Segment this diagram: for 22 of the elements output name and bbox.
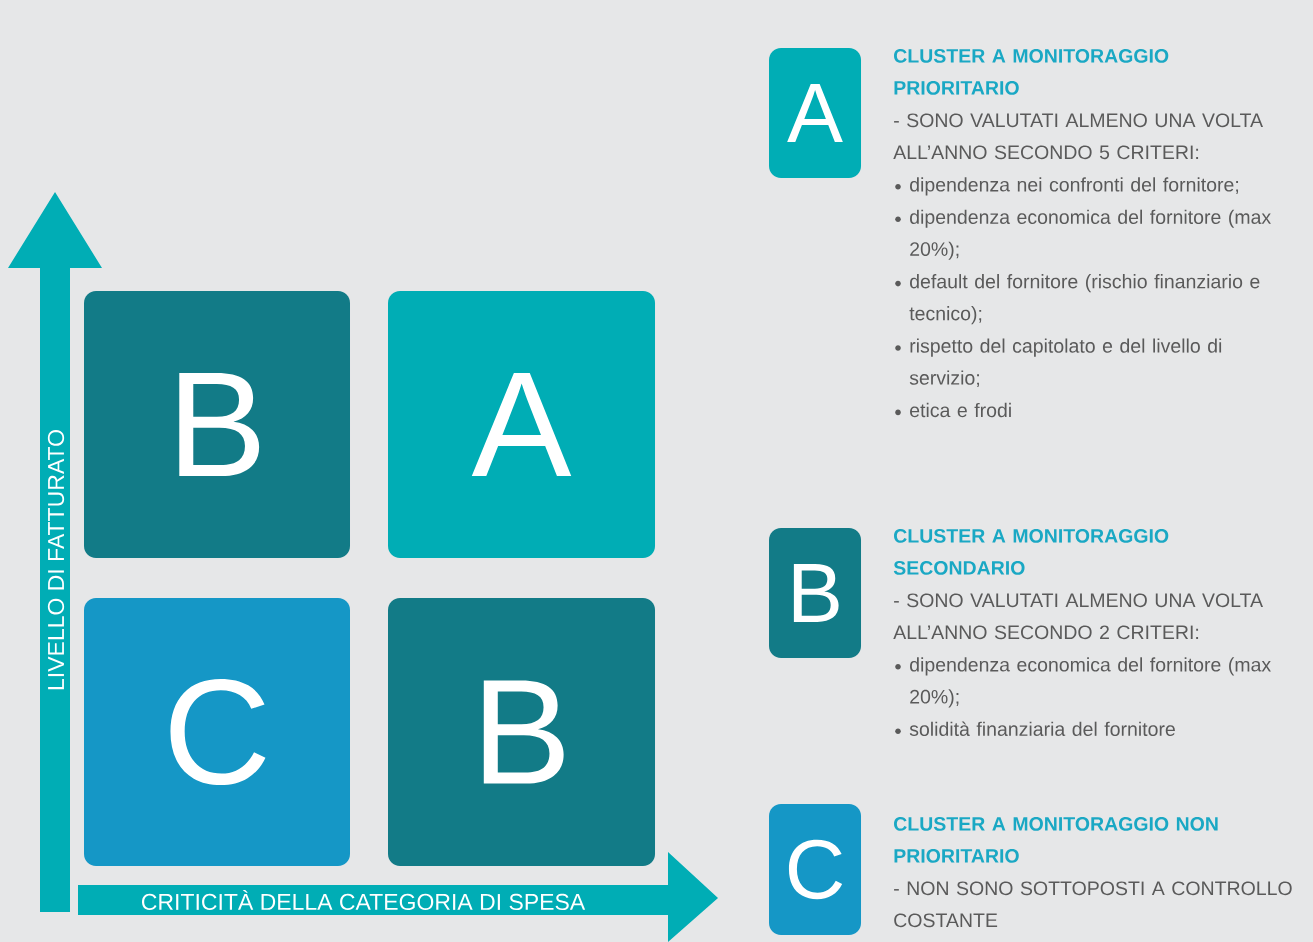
cluster-heading: CLUSTER A MONITORAGGIO SECONDARIO <box>893 529 1169 575</box>
cluster-badge: C <box>769 804 861 935</box>
bullet-item: etica e frodi <box>895 402 1011 418</box>
cluster-heading: CLUSTER A MONITORAGGIO NON PRIORITARIO <box>894 817 1218 863</box>
bullet-item: dipendenza nei confronti del fornitore; <box>895 177 1239 196</box>
axis-label: CRITICITÀ DELLA CATEGORIA DI SPESA <box>142 889 586 911</box>
description-text: - SONO VALUTATI ALMENO UNA VOLTA ALL’ANNO SECONDO 5 CRITERI: <box>893 113 1263 160</box>
bullet-item: dipendenza economica del fornitore (max 20%); <box>895 657 1271 708</box>
axis-label: LIVELLO DI FATTURATO <box>47 430 65 690</box>
matrix-tile: A <box>388 291 655 558</box>
matrix-tile: C <box>84 598 350 866</box>
bullet-item: solidità finanziaria del fornitore <box>895 721 1175 736</box>
matrix-tile: B <box>84 291 350 558</box>
matrix-tile: B <box>388 598 655 866</box>
bullet-item: rispetto del capitolato e del livello di servizio; <box>895 338 1222 388</box>
bullet-item: default del fornitore (rischio finanziario e tecnico); <box>895 274 1260 325</box>
cluster-badge: A <box>769 48 861 178</box>
cluster-heading: CLUSTER A MONITORAGGIO PRIORITARIO <box>894 49 1169 95</box>
bullet-item: dipendenza economica del fornitore (max 20%); <box>895 209 1271 260</box>
cluster-badge: B <box>769 528 861 658</box>
description-text: - NON SONO SOTTOPOSTI A CONTROLLO COSTANTE <box>894 881 1292 928</box>
description-text: - SONO VALUTATI ALMENO UNA VOLTA ALL’ANNO SECONDO 2 CRITERI: <box>893 593 1263 640</box>
